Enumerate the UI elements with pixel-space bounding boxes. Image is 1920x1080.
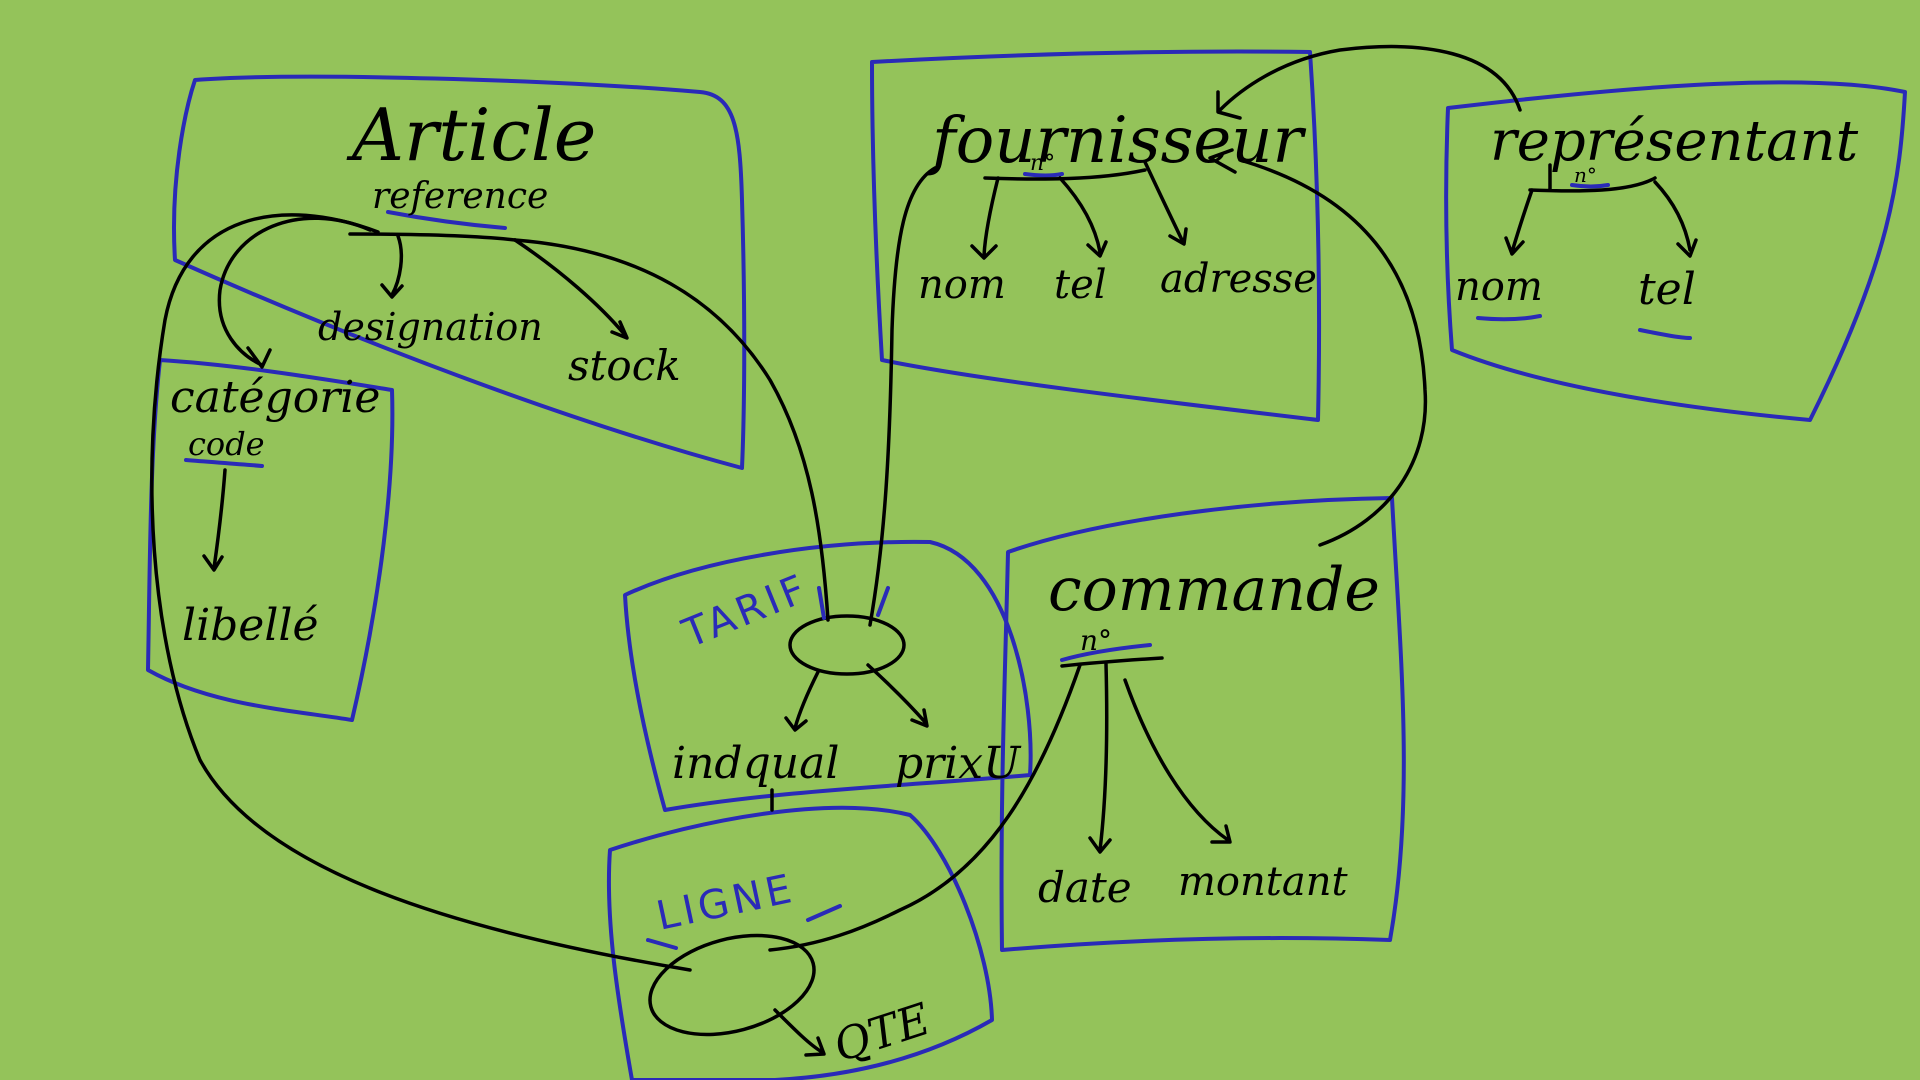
fournisseur-attr-tel: tel <box>1054 262 1107 308</box>
tarif-attr-prixu: prixU <box>895 738 1022 789</box>
categorie-title: catégorie <box>170 372 380 423</box>
representant-nom-underline <box>1476 314 1542 322</box>
categorie-key: code <box>188 425 265 463</box>
fournisseur-key: n° <box>1030 151 1055 176</box>
commande-fournisseur-link <box>1208 148 1428 547</box>
representant-tel-arrow <box>1653 180 1698 258</box>
representant-tel-underline <box>1638 328 1692 340</box>
representant-key-branch <box>1528 163 1657 193</box>
fournisseur-box <box>870 49 1322 422</box>
fournisseur-attr-nom: nom <box>918 262 1006 308</box>
tarif-indqual-arrow <box>784 670 820 732</box>
article-key: reference <box>372 176 548 217</box>
ligne-title: LIGNE <box>653 866 800 940</box>
tarif-mark-right <box>876 586 890 617</box>
categorie-libelle-arrow <box>202 468 227 572</box>
article-key-branch <box>348 232 517 242</box>
article-attr-stock: stock <box>568 341 681 390</box>
fournisseur-key-underline <box>1023 172 1064 178</box>
categorie-box <box>146 358 395 722</box>
representant-nom-arrow <box>1504 188 1534 256</box>
article-stock-arrow <box>513 238 629 340</box>
tarif-prixu-arrow <box>866 663 929 728</box>
article-tarif-link <box>513 238 830 622</box>
commande-attr-date: date <box>1038 863 1132 912</box>
commande-ligne-link <box>768 663 1082 952</box>
fournisseur-nom-arrow <box>970 176 1000 260</box>
commande-key-branch <box>1060 656 1164 668</box>
representant-title: représentant <box>1490 109 1859 174</box>
ligne-mark-right <box>806 904 842 922</box>
article-designation-arrow <box>380 234 404 299</box>
fournisseur-key-branch <box>983 168 1147 181</box>
tarif-ellipse <box>788 614 906 676</box>
fournisseur-attr-adresse: adresse <box>1160 256 1317 302</box>
representant-attr-nom: nom <box>1455 264 1543 310</box>
commande-key-underline <box>1060 643 1152 662</box>
commande-date-arrow <box>1088 662 1112 854</box>
article-ligne-link <box>150 213 692 972</box>
commande-montant-arrow <box>1123 678 1232 844</box>
ligne-attr-qte: QTE <box>828 994 937 1073</box>
commande-key: n° <box>1080 624 1112 657</box>
ligne-mark-left <box>646 938 678 950</box>
fournisseur-adresse-arrow <box>1143 160 1188 246</box>
commande-attr-montant: montant <box>1178 859 1348 905</box>
representant-attr-tel: tel <box>1638 264 1696 315</box>
categorie-key-underline <box>184 458 264 468</box>
fournisseur-title: fournisseur <box>928 104 1307 178</box>
representant-fournisseur-link <box>1216 44 1522 120</box>
article-key-underline <box>386 210 507 230</box>
commande-title: commande <box>1048 555 1380 625</box>
fournisseur-tel-arrow <box>1058 176 1108 258</box>
ligne-box <box>606 805 994 1080</box>
representant-box <box>1444 80 1907 422</box>
categorie-attr-libelle: libellé <box>182 600 319 651</box>
representant-key-underline <box>1570 183 1610 189</box>
tarif-title: TARIF <box>676 565 816 657</box>
tarif-attr-indqual: indqual <box>672 738 839 789</box>
ligne-qte-arrow <box>773 1008 826 1057</box>
fournisseur-tarif-link <box>868 166 937 627</box>
commande-box <box>999 496 1406 952</box>
article-attr-designation: designation <box>318 305 543 349</box>
tarif-mark-left <box>817 586 826 620</box>
ligne-ellipse <box>648 933 816 1037</box>
representant-key: n° <box>1574 163 1597 187</box>
article-box <box>172 74 747 470</box>
article-title: Article <box>346 93 596 177</box>
article-categorie-link <box>217 216 372 369</box>
